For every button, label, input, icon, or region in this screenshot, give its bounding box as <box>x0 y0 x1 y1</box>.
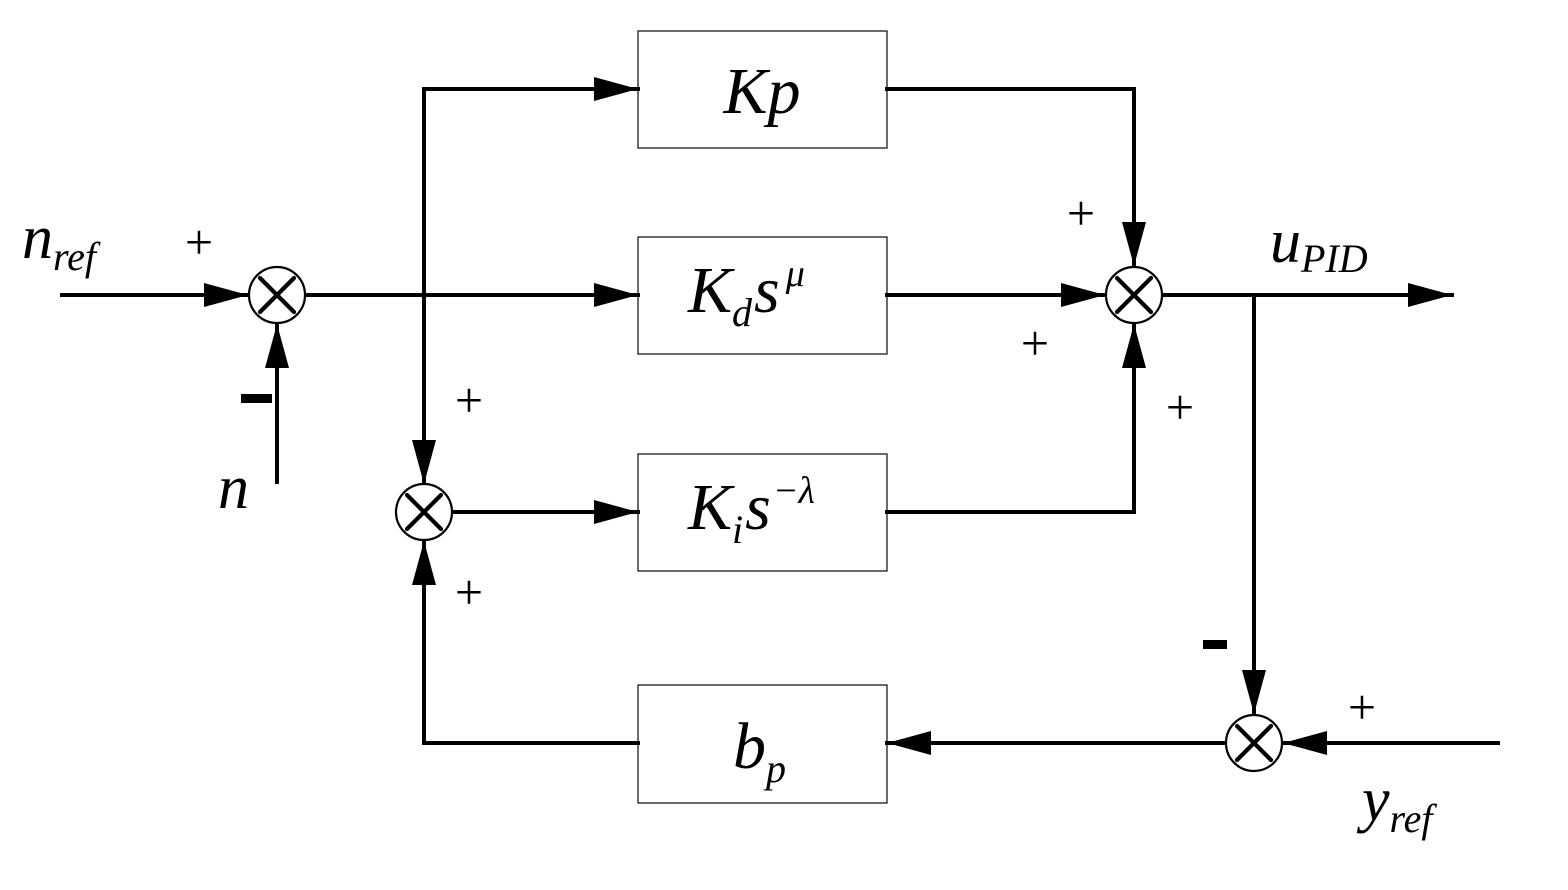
summing-junction-2 <box>394 482 454 542</box>
n-label: n <box>218 454 249 522</box>
ki-label: Kis−λ <box>687 470 815 552</box>
sign-sum3-left: + <box>1021 315 1049 371</box>
kp-label: Kp <box>722 55 800 128</box>
kd-s: s <box>754 254 780 327</box>
wire-kp-to-sum3 <box>885 87 1146 268</box>
ki-order: −λ <box>773 470 815 512</box>
kp-block <box>637 30 888 149</box>
wire-ki-to-sum3 <box>885 322 1146 514</box>
sign-sum3-top: + <box>1067 185 1095 241</box>
wire-bp-to-sum2 <box>412 539 640 745</box>
upid-label: uPID <box>1270 208 1368 281</box>
bp-label: bp <box>733 710 786 791</box>
kd-gain: K <box>687 254 735 327</box>
bp-base: b <box>733 710 766 783</box>
kd-subscript: d <box>732 290 753 335</box>
sign-sum4-minus <box>1203 640 1227 649</box>
nref-label: nref <box>22 204 101 279</box>
summing-junction-1 <box>247 265 307 325</box>
bp-block <box>637 684 888 804</box>
ki-s: s <box>745 471 771 544</box>
summing-junction-3 <box>1104 265 1164 325</box>
sign-sum3-bottom: + <box>1166 379 1194 435</box>
kd-order: μ <box>785 253 805 295</box>
summing-junction-4 <box>1224 713 1284 773</box>
sign-sum1-n-minus <box>241 394 272 403</box>
ki-gain: K <box>687 471 735 544</box>
sign-sum1-ref: + <box>185 214 213 270</box>
ki-subscript: i <box>732 507 743 552</box>
sign-sum2-top: + <box>455 372 483 428</box>
kd-block <box>637 236 888 355</box>
sign-sum4-right: + <box>1348 679 1376 735</box>
bp-subscript: p <box>763 746 786 791</box>
sign-sum2-bottom: + <box>455 564 483 620</box>
ki-block <box>637 453 888 572</box>
yref-label: yref <box>1356 766 1437 841</box>
wire-branch-to-kp <box>422 77 640 297</box>
